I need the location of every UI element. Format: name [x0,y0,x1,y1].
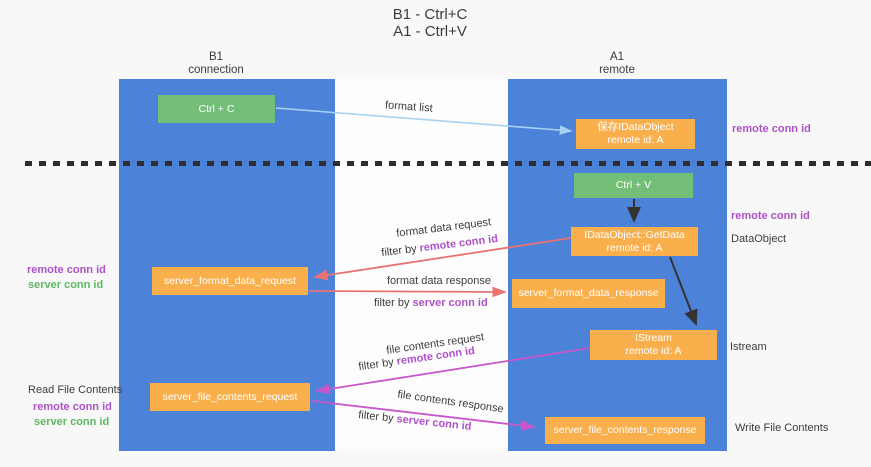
node-istream-line1: IStream [635,332,672,344]
node-getdata-line2: remote id: A [606,241,663,254]
node-server-file-contents-response: server_file_contents_response [545,417,705,444]
side-label-write-file-contents: Write File Contents [735,422,829,434]
title-line-1: B1 - Ctrl+C [392,6,468,23]
lane-left-name: B1 [208,51,224,63]
node-getdata-line1: IDataObject::GetData [584,228,685,241]
side-label-read-file-contents: Read File Contents [28,384,123,396]
side-label-remote-conn-id-top-right: remote conn id [732,123,811,135]
side-label-remote-conn-id-mid-right: remote conn id [731,210,810,222]
node-ctrl-v: Ctrl + V [574,173,693,198]
node-server-file-contents-request: server_file_contents_request [150,383,310,411]
node-server-format-data-request-label: server_format_data_request [164,274,296,287]
node-ctrl-v-label: Ctrl + V [615,179,652,191]
label-format-data-response: format data response [387,275,491,287]
node-server-format-data-response: server_format_data_response [512,279,665,308]
node-idataobject-getdata: IDataObject::GetData remote id: A [571,227,698,256]
node-server-file-contents-request-label: server_file_contents_request [162,390,298,403]
diagram-title: B1 - Ctrl+C A1 - Ctrl+V [280,6,580,40]
node-istream-line2: remote id: A [625,345,682,357]
lane-right-name: A1 [609,51,625,63]
filter-by-text: filter by [374,297,410,309]
lane-header-right: A1 remote [557,51,677,77]
node-save-idataobject-line2: remote id: A [607,134,664,146]
node-server-format-data-request: server_format_data_request [152,267,308,295]
server-conn-id-text: server conn id [412,297,488,309]
side-label-remote-conn-id-bottom-left: remote conn id [33,401,112,413]
dashed-separator-line [25,161,871,166]
lane-left-subtitle: connection [188,64,244,76]
title-line-2: A1 - Ctrl+V [393,23,467,40]
node-server-format-data-response-label: server_format_data_response [518,287,659,299]
lane-header-left: B1 connection [156,51,276,77]
lane-right-subtitle: remote [599,64,635,76]
node-istream: IStream remote id: A [590,330,717,360]
side-label-server-conn-id-top-left: server conn id [28,279,104,291]
side-label-istream: Istream [730,341,767,353]
node-save-idataobject-line1: 保存IDataObject [597,121,674,133]
node-ctrl-c: Ctrl + C [158,95,275,123]
side-label-remote-conn-id-top-left: remote conn id [27,264,106,276]
side-label-dataobject: DataObject [731,233,787,245]
node-save-idataobject: 保存IDataObject remote id: A [576,119,695,149]
node-ctrl-c-label: Ctrl + C [198,102,235,115]
node-server-file-contents-response-label: server_file_contents_response [553,424,697,436]
side-label-server-conn-id-bottom-left: server conn id [34,416,110,428]
